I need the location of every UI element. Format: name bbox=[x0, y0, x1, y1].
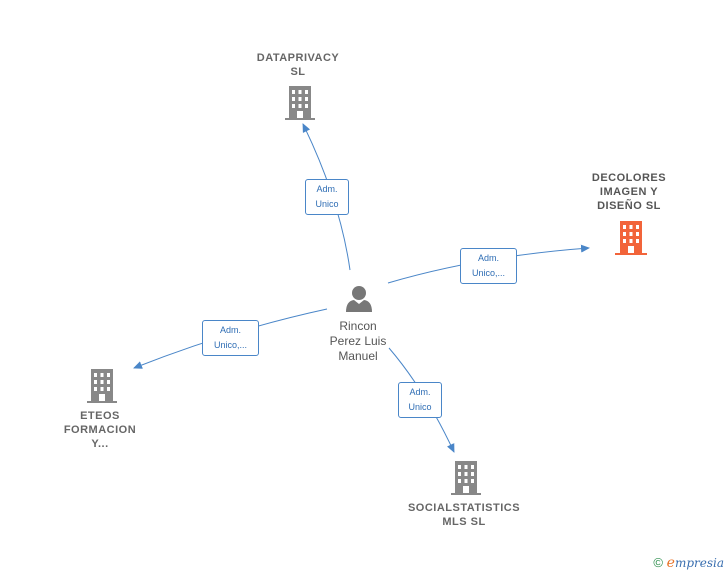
node-label-decolores[interactable]: DECOLORES IMAGEN Y DISEÑO SL bbox=[591, 172, 667, 212]
edge-label-line2: Unico,... bbox=[471, 268, 505, 278]
edge-label-socialstatistics: Adm. Unico bbox=[398, 382, 442, 418]
edge-label-eteos: Adm. Unico,... bbox=[202, 320, 259, 356]
edge-label-decolores: Adm. Unico,... bbox=[460, 248, 517, 284]
brand-name: mpresia bbox=[674, 556, 724, 570]
edge-label-dataprivacy: Adm. Unico bbox=[305, 179, 349, 215]
edge-label-line1: Adm. bbox=[477, 253, 499, 263]
footer-brand: © empresia bbox=[653, 555, 724, 571]
edge-label-line1: Adm. bbox=[219, 325, 241, 335]
edge-label-line1: Adm. bbox=[316, 184, 338, 194]
building-icon bbox=[87, 369, 117, 403]
building-icon bbox=[285, 86, 315, 120]
person-icon bbox=[346, 286, 372, 312]
edge-label-line2: Unico bbox=[408, 402, 432, 412]
copyright-icon: © bbox=[653, 555, 664, 570]
node-label-socialstatistics[interactable]: SOCIALSTATISTICS MLS SL bbox=[407, 502, 521, 528]
building-icon-highlighted bbox=[615, 221, 647, 255]
brand-logo: empresia bbox=[666, 555, 724, 571]
node-label-eteos[interactable]: ETEOS FORMACION Y... bbox=[63, 410, 137, 450]
brand-initial: e bbox=[666, 555, 675, 571]
edge-label-line1: Adm. bbox=[409, 387, 431, 397]
building-icon bbox=[451, 461, 481, 495]
edge-label-line2: Unico,... bbox=[213, 340, 247, 350]
node-label-person[interactable]: Rincon Perez Luis Manuel bbox=[329, 319, 387, 363]
node-label-dataprivacy[interactable]: DATAPRIVACY SL bbox=[256, 52, 340, 78]
edge-label-line2: Unico bbox=[315, 199, 339, 209]
